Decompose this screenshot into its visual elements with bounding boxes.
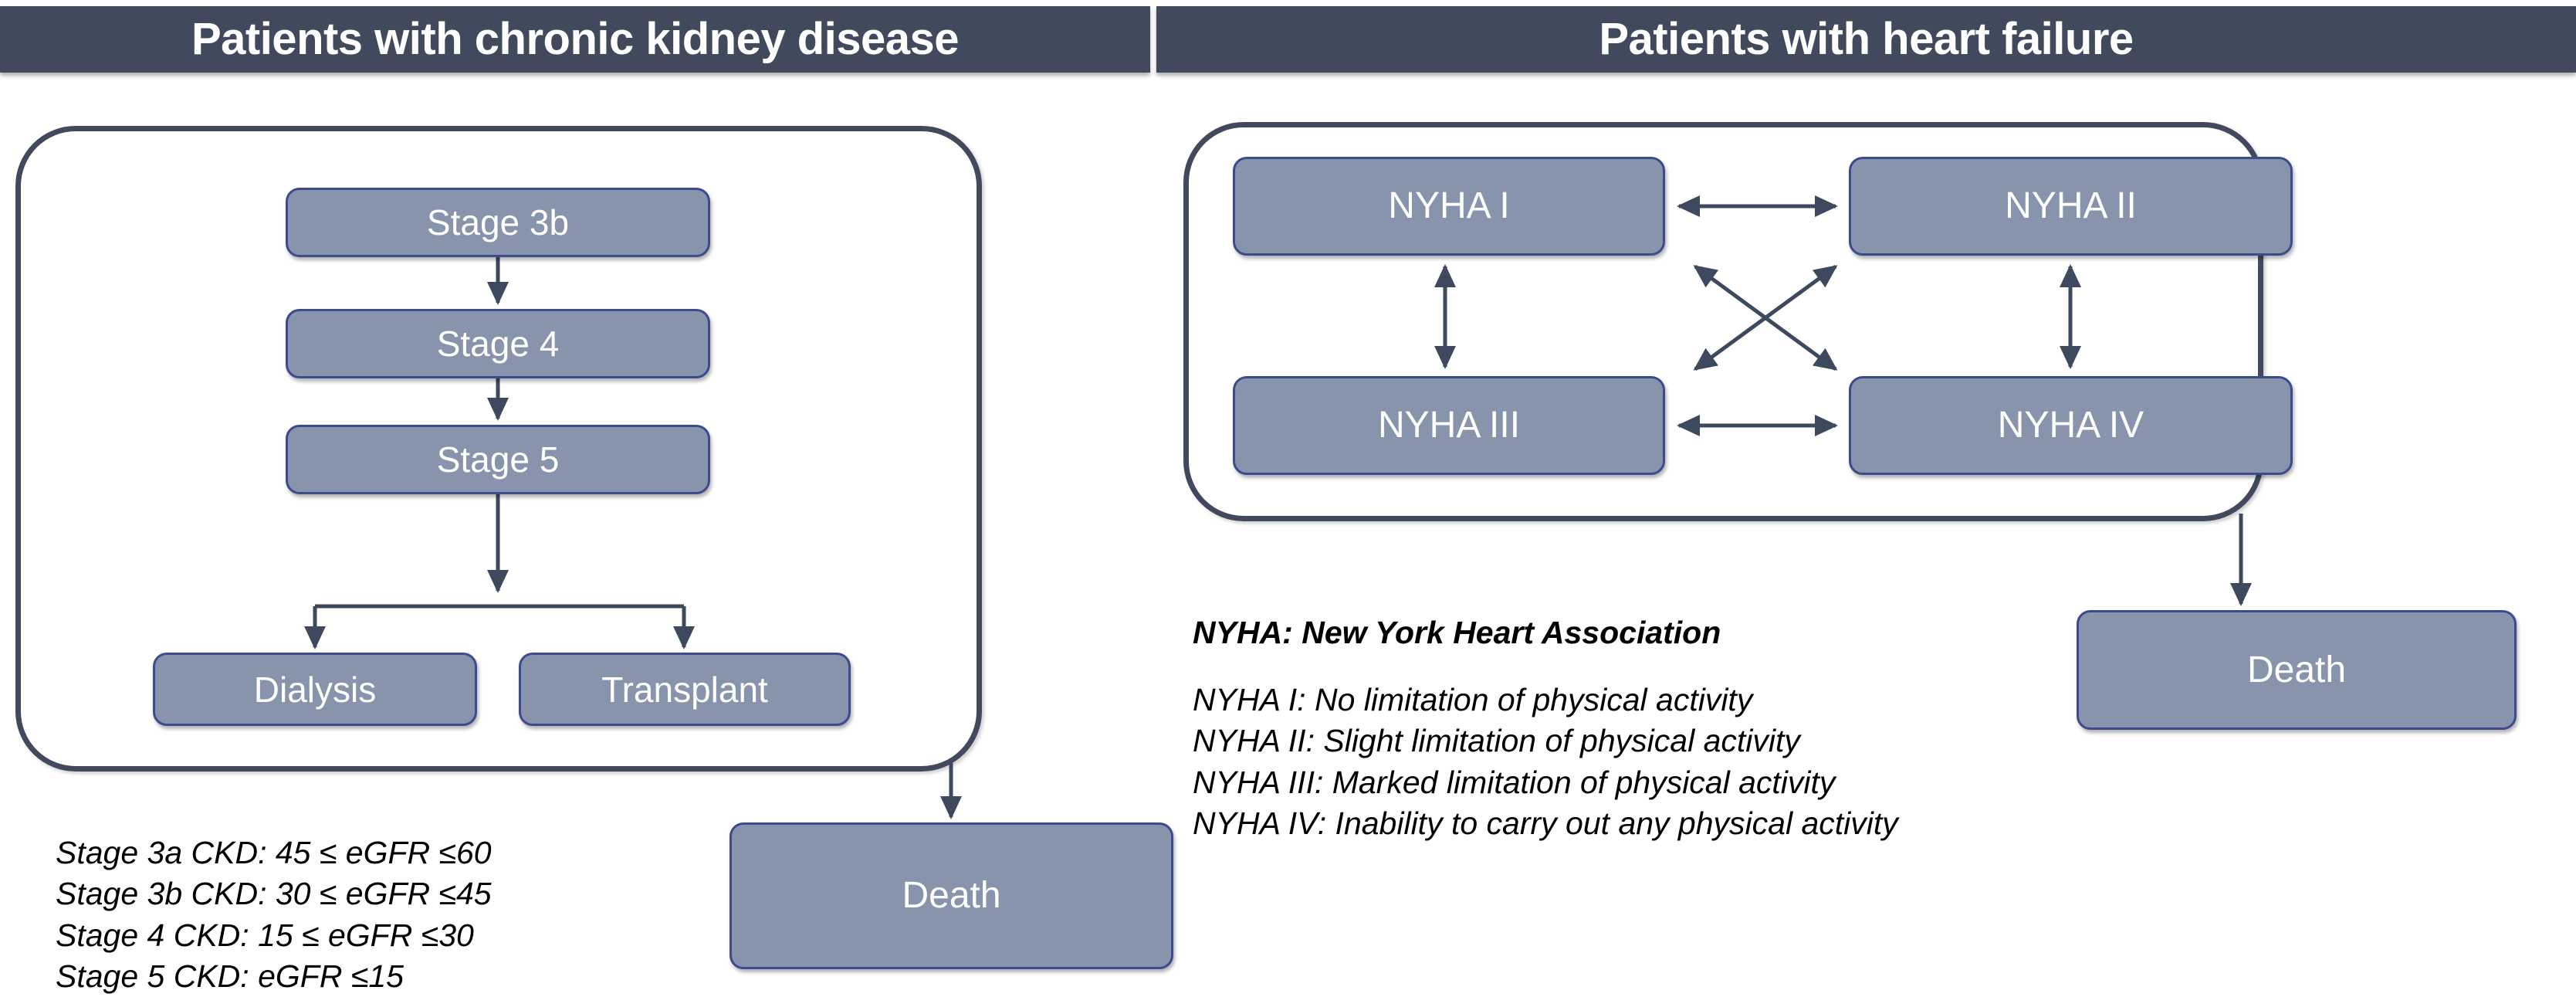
legend-nyha-classes: NYHA I: No limitation of physical activi… (1193, 680, 1898, 844)
node-label-nyha-2: NYHA II (2005, 185, 2137, 226)
node-nyha-4[interactable]: NYHA IV (1849, 376, 2293, 475)
header-title-heart-failure: Patients with heart failure (1599, 14, 2134, 64)
legend-line-nyha-4: NYHA IV: Inability to carry out any phys… (1193, 805, 1898, 841)
legend-ckd-stages: Stage 3a CKD: 45 ≤ eGFR ≤60 Stage 3b CKD… (56, 833, 492, 997)
node-label-death-ckd: Death (902, 875, 1001, 916)
legend-line-ckd-stage-5: Stage 5 CKD: eGFR ≤15 (56, 958, 404, 994)
node-nyha-3[interactable]: NYHA III (1233, 376, 1665, 475)
node-label-dialysis: Dialysis (253, 669, 377, 710)
diagram-canvas: Patients with chronic kidney disease Pat… (0, 6, 2576, 994)
node-nyha-1[interactable]: NYHA I (1233, 157, 1665, 256)
node-label-nyha-4: NYHA IV (1997, 405, 2144, 446)
legend-line-ckd-stage-3a: Stage 3a CKD: 45 ≤ eGFR ≤60 (56, 835, 492, 870)
node-label-nyha-3: NYHA III (1377, 405, 1521, 446)
header-title-ckd: Patients with chronic kidney disease (191, 14, 960, 64)
node-death-heart-failure[interactable]: Death (2077, 610, 2517, 730)
legend-nyha-title: NYHA: New York Heart Association (1193, 612, 1721, 653)
node-death-ckd[interactable]: Death (729, 822, 1173, 969)
legend-line-ckd-stage-3b: Stage 3b CKD: 30 ≤ eGFR ≤45 (56, 876, 492, 912)
node-stage-4[interactable]: Stage 4 (286, 309, 710, 378)
heart-failure-group-container (1183, 122, 2263, 521)
ckd-group-container (15, 126, 982, 771)
node-stage-5[interactable]: Stage 5 (286, 425, 710, 494)
legend-line-ckd-stage-4: Stage 4 CKD: 15 ≤ eGFR ≤30 (56, 917, 474, 953)
node-label-nyha-1: NYHA I (1388, 185, 1510, 226)
node-label-transplant: Transplant (601, 669, 768, 710)
node-transplant[interactable]: Transplant (519, 653, 851, 726)
node-label-stage-3b: Stage 3b (426, 202, 570, 242)
node-label-stage-4: Stage 4 (436, 324, 560, 364)
header-bar-ckd: Patients with chronic kidney disease (0, 6, 1150, 73)
legend-line-nyha-3: NYHA III: Marked limitation of physical … (1193, 764, 1836, 800)
node-nyha-2[interactable]: NYHA II (1849, 157, 2293, 256)
node-stage-3b[interactable]: Stage 3b (286, 188, 710, 257)
node-label-stage-5: Stage 5 (436, 439, 560, 480)
legend-line-nyha-1: NYHA I: No limitation of physical activi… (1193, 682, 1753, 717)
legend-nyha-title-text: NYHA: New York Heart Association (1193, 615, 1721, 650)
node-label-death-heart-failure: Death (2246, 649, 2347, 690)
legend-line-nyha-2: NYHA II: Slight limitation of physical a… (1193, 723, 1800, 759)
node-dialysis[interactable]: Dialysis (153, 653, 477, 726)
header-bar-heart-failure: Patients with heart failure (1156, 6, 2576, 73)
